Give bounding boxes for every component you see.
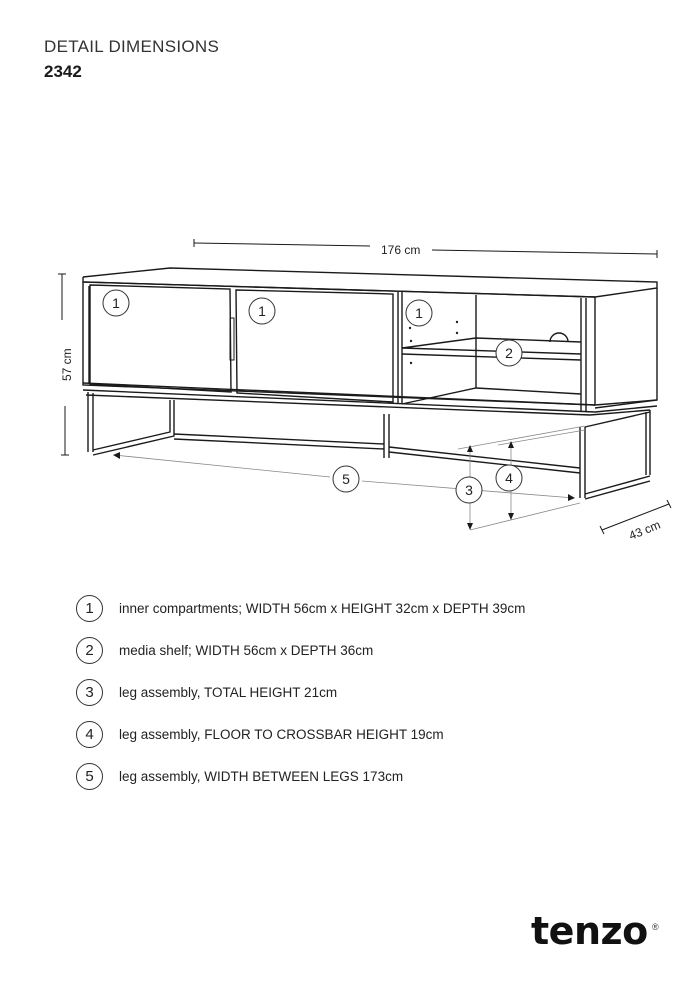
legend-number-badge: 2 — [76, 636, 103, 664]
page-title: DETAIL DIMENSIONS — [44, 37, 220, 56]
legend-number-badge: 4 — [76, 720, 103, 748]
registered-mark: ® — [652, 922, 659, 932]
brand-logo: tenzo — [531, 909, 648, 953]
height-dimension: 57 cm — [60, 348, 74, 381]
depth-dimension: 43 cm — [627, 518, 663, 543]
callout-4: 4 — [505, 470, 513, 486]
callout-3: 3 — [465, 482, 473, 498]
legend-text: leg assembly, FLOOR TO CROSSBAR HEIGHT 1… — [119, 726, 444, 742]
legend-number-badge: 5 — [76, 762, 103, 790]
legend-item: 1 inner compartments; WIDTH 56cm x HEIGH… — [76, 587, 525, 629]
legend-item: 2 media shelf; WIDTH 56cm x DEPTH 36cm — [76, 629, 525, 671]
legend-number-badge: 1 — [76, 594, 103, 622]
width-dimension: 176 cm — [381, 243, 420, 257]
product-code: 2342 — [44, 62, 82, 81]
legend-text: leg assembly, WIDTH BETWEEN LEGS 173cm — [119, 768, 404, 784]
legend-item: 5 leg assembly, WIDTH BETWEEN LEGS 173cm — [76, 755, 525, 797]
legend-item: 3 leg assembly, TOTAL HEIGHT 21cm — [76, 671, 525, 713]
legend-text: media shelf; WIDTH 56cm x DEPTH 36cm — [119, 642, 374, 658]
callout-1-middle: 1 — [258, 303, 266, 319]
legend: 1 inner compartments; WIDTH 56cm x HEIGH… — [76, 587, 525, 797]
callout-1-left: 1 — [112, 295, 120, 311]
legend-text: leg assembly, TOTAL HEIGHT 21cm — [119, 684, 338, 700]
legend-text: inner compartments; WIDTH 56cm x HEIGHT … — [119, 600, 526, 616]
callout-2: 2 — [505, 345, 513, 361]
legend-number-badge: 3 — [76, 678, 103, 706]
callout-1-right: 1 — [415, 305, 423, 321]
legend-item: 4 leg assembly, FLOOR TO CROSSBAR HEIGHT… — [76, 713, 525, 755]
callout-5: 5 — [342, 471, 350, 487]
